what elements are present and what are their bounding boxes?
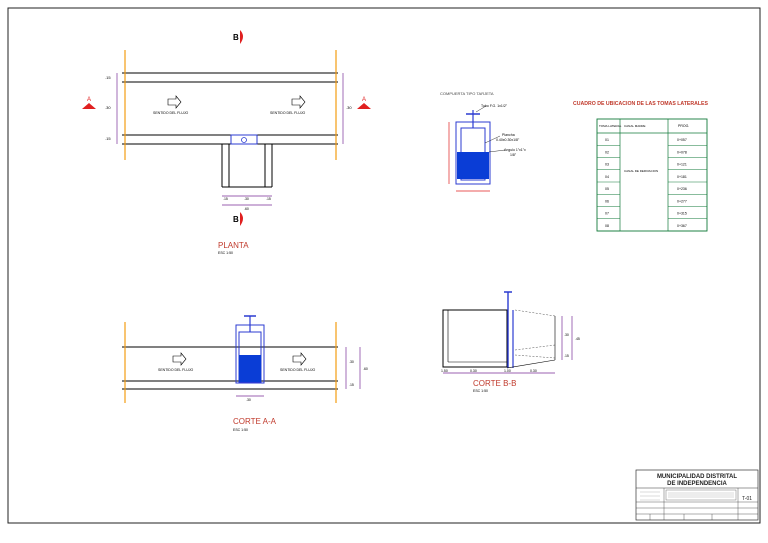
dim-plan-left-2: .30 bbox=[105, 105, 111, 110]
table-cell-toma: 03 bbox=[605, 163, 609, 167]
gate-note-plate-size: 0.40x0.30x1/8" bbox=[496, 138, 520, 142]
title-entity-line2: DE INDEPENDENCIA bbox=[667, 481, 727, 487]
dim-bb-bottom-2: 0.30 bbox=[470, 369, 477, 373]
section-mark-a-left: A bbox=[87, 97, 91, 103]
table-cell-toma: 01 bbox=[605, 138, 609, 142]
section-aa-view: SENTIDO DEL FLUJO SENTIDO DEL FLUJO .30 … bbox=[122, 315, 368, 432]
table-title: CUADRO DE UBICACION DE LAS TOMAS LATERAL… bbox=[573, 101, 709, 107]
table-cell-toma: 06 bbox=[605, 199, 609, 203]
gate-note-angle-size: 1/8" bbox=[510, 153, 517, 157]
table-cell-toma: 02 bbox=[605, 150, 609, 154]
sheet-border bbox=[7, 7, 761, 524]
table-cell-prog: 0+277 bbox=[677, 199, 687, 203]
gate-detail: COMPUERTA TIPO TARJETA Tubo F.G. 1x1/2" … bbox=[440, 91, 526, 192]
table-col-prog: PROG. bbox=[678, 124, 689, 128]
table-cell-toma: 08 bbox=[605, 224, 609, 228]
section-mark-b-top-arrow bbox=[240, 30, 243, 44]
table-cell-toma: 05 bbox=[605, 187, 609, 191]
table-cell-prog: 0+236 bbox=[677, 187, 687, 191]
dim-bb-right-1: .30 bbox=[564, 333, 569, 337]
gate-note-tube: Tubo F.G. 1x1/2" bbox=[481, 104, 508, 108]
table-cell-toma: 04 bbox=[605, 175, 609, 179]
table-cell-prog: 0+078 bbox=[677, 150, 687, 154]
table-col-canal: CANAL MADRE bbox=[624, 124, 646, 128]
section-aa-scale: ESC 1:50 bbox=[233, 428, 248, 432]
section-aa-title: CORTE A-A bbox=[233, 417, 277, 426]
dim-bb-right-3: .45 bbox=[575, 337, 580, 341]
flow-label-aa-1: SENTIDO DEL FLUJO bbox=[158, 368, 194, 372]
dim-bb-bottom-3: 1.00 bbox=[504, 369, 511, 373]
dim-plan-left-1: .15 bbox=[105, 75, 111, 80]
dim-bb-bottom-1: 1.50 bbox=[441, 369, 448, 373]
dim-aa-right-3: .60 bbox=[363, 367, 368, 371]
section-bb-title: CORTE B-B bbox=[473, 379, 516, 388]
table-cell-prog: 0+181 bbox=[677, 175, 687, 179]
dim-bb-bottom-4: 0.30 bbox=[530, 369, 537, 373]
dim-plan-bottom-3: .15 bbox=[266, 197, 271, 201]
dim-plan-bottom-4: .60 bbox=[244, 207, 249, 211]
table-cell-prog: 0+315 bbox=[677, 212, 687, 216]
table-cell-prog: 0+367 bbox=[677, 224, 687, 228]
laterals-table: CUADRO DE UBICACION DE LAS TOMAS LATERAL… bbox=[573, 101, 709, 232]
plan-scale: ESC 1:50 bbox=[218, 251, 233, 255]
section-bb-scale: ESC 1:50 bbox=[473, 389, 488, 393]
dim-plan-left-3: .15 bbox=[105, 136, 111, 141]
table-cell-prog: 0+057 bbox=[677, 138, 687, 142]
title-sheet-code: T-01 bbox=[742, 496, 752, 502]
section-mark-a-right-arrow bbox=[357, 103, 371, 109]
section-mark-a-left-arrow bbox=[82, 103, 96, 109]
flow-label-plan-2: SENTIDO DEL FLUJO bbox=[270, 111, 306, 115]
table-cell-prog: 0+121 bbox=[677, 163, 687, 167]
title-entity-line1: MUNICIPALIDAD DISTRITAL bbox=[657, 474, 737, 480]
dim-plan-bottom-2: .30 bbox=[244, 197, 249, 201]
flow-label-plan-1: SENTIDO DEL FLUJO bbox=[153, 111, 189, 115]
dim-aa-bottom: .30 bbox=[246, 398, 251, 402]
table-rows: 01 0+057 02 0+078 03 0+121 04 0+181 05 0+236 06 0+2… bbox=[597, 138, 707, 232]
dim-bb-right-2: .15 bbox=[564, 354, 569, 358]
section-mark-a-right: A bbox=[362, 97, 366, 103]
gate-title: COMPUERTA TIPO TARJETA bbox=[440, 91, 494, 96]
section-mark-b-top: B bbox=[233, 33, 239, 42]
title-block: MUNICIPALIDAD DISTRITAL DE INDEPENDENCIA… bbox=[635, 469, 759, 521]
section-mark-b-bottom-arrow bbox=[240, 212, 243, 226]
gate-note-plate: Plancha bbox=[502, 133, 515, 137]
table-canal-value: CANAL DE DERIVACION bbox=[624, 169, 658, 173]
dim-aa-right-1: .30 bbox=[349, 360, 354, 364]
plan-title: PLANTA bbox=[218, 241, 249, 250]
table-col-toma: TOMA LATERAL bbox=[599, 124, 622, 128]
flow-label-aa-2: SENTIDO DEL FLUJO bbox=[280, 368, 316, 372]
plan-view: B .15 .30 .15 .30 A A SENTIDO DEL FLUJO … bbox=[82, 30, 371, 255]
dim-aa-right-2: .15 bbox=[349, 383, 354, 387]
section-bb-view: 1.50 0.30 1.00 0.30 .30 .15 .45 CORTE B-… bbox=[441, 291, 580, 393]
gate-note-angle: Angulo 1"x1"x bbox=[504, 148, 526, 152]
dim-plan-right: .30 bbox=[346, 105, 352, 110]
table-cell-toma: 07 bbox=[605, 212, 609, 216]
dim-plan-bottom-1: .15 bbox=[223, 197, 228, 201]
section-mark-b-bottom: B bbox=[233, 215, 239, 224]
